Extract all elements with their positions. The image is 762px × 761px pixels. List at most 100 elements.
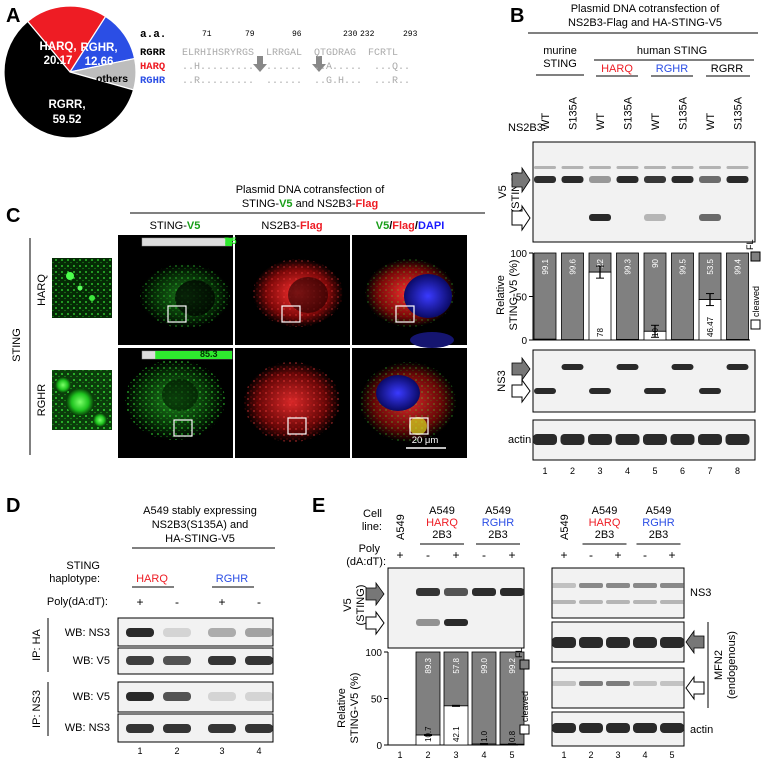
panel-label-c: C <box>6 205 20 227</box>
band-d <box>245 628 273 637</box>
band-actin <box>560 434 585 445</box>
legend-swatch-fl <box>750 251 761 262</box>
band-ns3 <box>644 388 666 394</box>
panel-label-b: B <box>510 5 524 27</box>
blot-v5-bands <box>534 166 749 221</box>
bar-label-fl: 99.0 <box>480 657 489 673</box>
blot-e-v5-bands <box>416 588 524 626</box>
band-mfn2-cleaved <box>579 681 603 686</box>
poly-sign: - <box>643 548 647 562</box>
lane-number: 5 <box>669 750 674 760</box>
label-e-mfn2-sub: (endogenous) <box>726 631 738 699</box>
zoom-inset-rghr <box>52 370 112 430</box>
band-ns3-lower <box>579 600 603 604</box>
ylabel-e-1: Relative <box>336 688 348 728</box>
band-ns3 <box>616 364 639 370</box>
band-full-length <box>699 176 721 183</box>
lane-number: 4 <box>481 750 486 760</box>
legend-label-cleaved: cleaved <box>751 286 761 317</box>
genotype-label: WT <box>595 113 607 130</box>
row-label-sting: STING <box>11 328 23 362</box>
band-actin <box>643 434 667 445</box>
position-232: 232 <box>360 30 375 39</box>
band-cleaved <box>699 214 721 221</box>
pie-label-rgrr-name: RGRR, <box>48 99 85 111</box>
row-name-harq: HARQ <box>140 61 165 73</box>
poly-label-d: Poly(dA:dT): <box>47 596 108 608</box>
band-d <box>126 628 154 637</box>
band-full-length <box>444 588 468 596</box>
y-tick-label: 0 <box>376 741 382 752</box>
cell-line-header: 2B3 <box>595 529 615 541</box>
lane-number: 2 <box>425 750 430 760</box>
band-actin <box>606 723 630 733</box>
band-ns3 <box>589 388 611 394</box>
position-293: 293 <box>403 30 418 39</box>
panelb-title-2: NS2B3-Flag and HA-STING-V5 <box>568 17 722 29</box>
label-e-mfn2: MFN2 <box>713 650 725 680</box>
blot-d-bands <box>126 628 273 733</box>
cell-line-header: 2B3 <box>432 529 452 541</box>
cell-line-a549: A549 <box>559 514 571 540</box>
band-full-length <box>726 176 749 183</box>
arrow-down-icon <box>312 56 326 72</box>
blot-v5-sting <box>532 141 756 243</box>
bar-label-fl: 53.5 <box>706 258 715 274</box>
label-harq: HARQ <box>601 63 633 75</box>
row-seq-rghr: ..R......... ...... ..G.H... ...R.. <box>182 76 410 87</box>
label-murine: murine <box>543 45 577 57</box>
micrograph-rghr-merge <box>352 348 467 458</box>
band-background <box>616 166 639 169</box>
band-actin <box>579 723 603 733</box>
arrow-left-filled-icon <box>685 629 705 655</box>
band-mfn2 <box>552 637 576 648</box>
arrow-right-filled-icon <box>365 581 385 607</box>
band-full-length <box>561 176 584 183</box>
lane-number: 8 <box>735 466 740 476</box>
bar-label-cleaved: 42.1 <box>452 726 461 742</box>
band-mfn2-cleaved <box>633 681 657 686</box>
band-d <box>208 628 236 637</box>
pie-slice <box>26 5 107 74</box>
panelc-title-1: Plasmid DNA cotransfection of <box>236 184 386 196</box>
wb-label-4: WB: NS3 <box>65 722 110 734</box>
label-e-v5: V5 <box>342 598 354 611</box>
ylabel-e-2: STING-V5 (%) <box>349 673 361 744</box>
poly-sign: + <box>614 548 621 562</box>
pie-label-rgrr-value: 59.52 <box>53 114 82 126</box>
row-name-rghr: RGHR <box>140 75 166 87</box>
arrow-right-open-icon <box>511 378 531 404</box>
band-mfn2-cleaved <box>606 681 630 686</box>
row-name-rgrr: RGRR <box>140 47 166 59</box>
position-96: 96 <box>292 30 302 39</box>
band-full-length <box>416 588 440 596</box>
ip-ns3-label: IP: NS3 <box>31 690 43 728</box>
scale-bar-label: 20 μm <box>412 435 439 446</box>
blot-e-mfn2-b <box>551 667 685 709</box>
lane-number: 4 <box>256 746 261 756</box>
band-d <box>163 628 191 637</box>
bar-label-fl: 90 <box>651 258 660 267</box>
lane-number: 3 <box>219 746 224 756</box>
col-header-sting-v5: STING-V5 <box>150 220 201 232</box>
band-background <box>644 166 666 169</box>
cell-line-header: A549 <box>646 505 672 517</box>
bar-fl <box>671 252 694 340</box>
genotype-label: WT <box>540 113 552 130</box>
band-full-length <box>644 176 666 183</box>
intensity-value-rghr: 85.3 <box>200 349 218 359</box>
y-tick-label: 50 <box>516 293 528 304</box>
pie-label-others: others <box>96 73 128 85</box>
cell-line-label-1: Cell <box>363 508 382 520</box>
band-full-length <box>616 176 639 183</box>
band-actin <box>698 434 722 445</box>
panelb-title-1: Plasmid DNA cotransfection of <box>571 3 721 15</box>
label-e-ns3: NS3 <box>690 587 711 599</box>
poly-signs-e: ++--++--++ <box>396 548 675 562</box>
y-tick-label: 100 <box>365 648 382 659</box>
bar-label-fl: 99.3 <box>624 258 633 274</box>
row-label-rghr: RGHR <box>36 384 48 416</box>
